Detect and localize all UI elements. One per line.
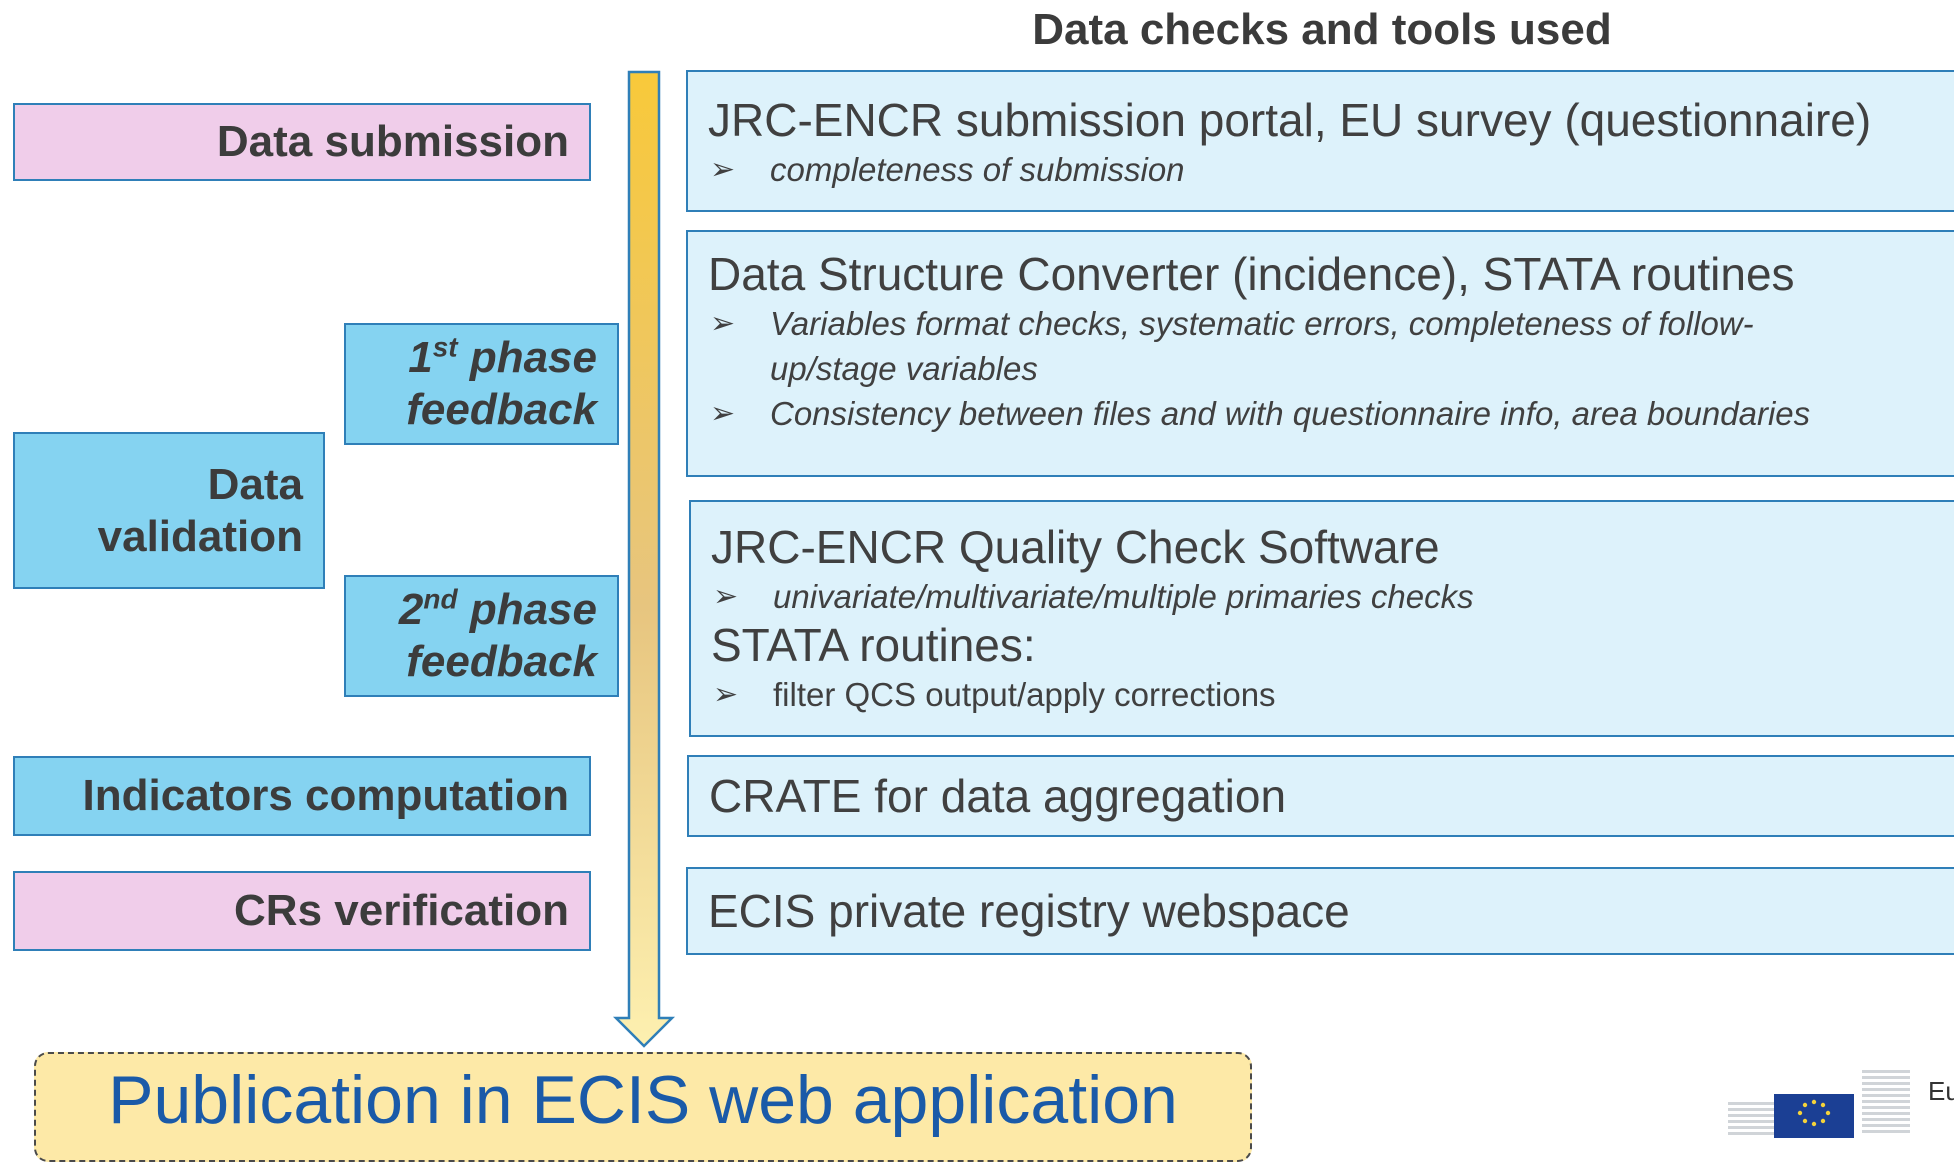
arrow-bullet-icon: ➢ xyxy=(713,579,739,613)
tool-box-crate: CRATE for data aggregation xyxy=(687,755,1954,837)
tool-bullets: ➢filter QCS output/apply corrections xyxy=(711,672,1954,717)
arrow-bullet-icon: ➢ xyxy=(710,306,736,340)
phase2-line2: feedback xyxy=(406,637,597,686)
list-item: ➢filter QCS output/apply corrections xyxy=(711,672,1954,717)
phase1-line1: 1st phase xyxy=(408,331,597,383)
stage-data-submission: Data submission xyxy=(13,103,591,181)
tool-bullets: ➢univariate/multivariate/multiple primar… xyxy=(711,574,1954,619)
stage-phase2-feedback: 2nd phase feedback xyxy=(344,575,619,697)
arrow-bullet-icon: ➢ xyxy=(710,396,736,430)
process-flow-arrow xyxy=(612,70,676,1048)
tool-title: JRC-ENCR Quality Check Software xyxy=(711,521,1440,573)
stage-crs-verification: CRs verification xyxy=(13,871,591,951)
tool-bullets: ➢Variables format checks, systematic err… xyxy=(708,301,1868,436)
tool-box-quality: JRC-ENCR Quality Check Software ➢univari… xyxy=(689,500,1954,737)
tool-title: ECIS private registry webspace xyxy=(708,884,1350,937)
tool-bullets: ➢completeness of submission xyxy=(708,147,1954,192)
phase2-line1: 2nd phase xyxy=(398,583,597,635)
arrow-bullet-icon: ➢ xyxy=(713,677,739,711)
list-item: ➢univariate/multivariate/multiple primar… xyxy=(711,574,1954,619)
tool-subtitle: STATA routines: xyxy=(711,618,1036,671)
stage-phase1-feedback: 1st phase feedback xyxy=(344,323,619,445)
list-item: ➢completeness of submission xyxy=(708,147,1954,192)
tool-box-submission: JRC-ENCR submission portal, EU survey (q… xyxy=(686,70,1954,212)
tool-title: CRATE for data aggregation xyxy=(709,769,1287,822)
stage-label: Data submission xyxy=(216,117,569,167)
tool-title: Data Structure Converter (incidence), ST… xyxy=(708,248,1795,300)
section-header: Data checks and tools used xyxy=(1032,5,1612,54)
stage-label-line1: Data xyxy=(207,459,303,509)
european-commission-logo: Eu xyxy=(1722,1064,1954,1138)
logo-text: Eu xyxy=(1928,1076,1954,1106)
tool-title: JRC-ENCR submission portal, EU survey (q… xyxy=(708,94,1872,146)
stage-indicators-computation: Indicators computation xyxy=(13,756,591,836)
stage-label: Indicators computation xyxy=(82,771,569,821)
publication-box: Publication in ECIS web application xyxy=(34,1052,1252,1162)
list-item: ➢Consistency between files and with ques… xyxy=(708,391,1868,436)
phase1-line2: feedback xyxy=(406,385,597,434)
stage-data-validation: Data validation xyxy=(13,432,325,589)
list-item: ➢Variables format checks, systematic err… xyxy=(708,301,1868,391)
arrow-bullet-icon: ➢ xyxy=(710,152,736,186)
stage-label-line2: validation xyxy=(97,511,303,561)
tool-box-structure: Data Structure Converter (incidence), ST… xyxy=(686,230,1954,477)
tool-box-ecis: ECIS private registry webspace xyxy=(686,867,1954,955)
stage-label: CRs verification xyxy=(234,886,569,936)
ec-logo-icon xyxy=(1728,1070,1910,1138)
